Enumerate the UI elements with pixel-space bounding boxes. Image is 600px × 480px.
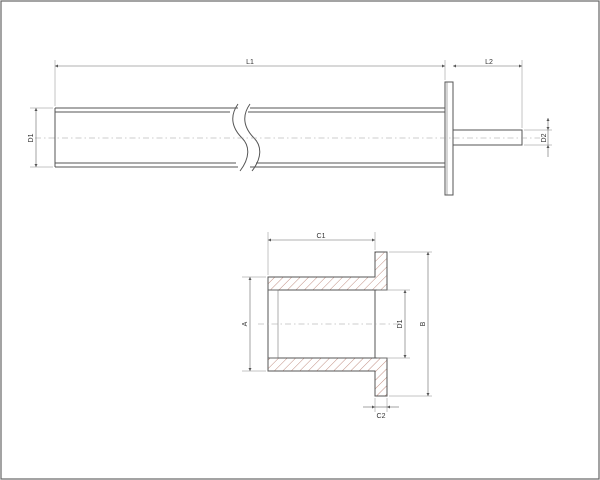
dim-label-b: B xyxy=(420,321,427,326)
shaft-tip xyxy=(453,129,523,146)
shaft-left-section xyxy=(54,107,238,168)
dim-label-d2: D2 xyxy=(541,133,548,142)
shaft-break-line-2 xyxy=(244,103,261,172)
bushing-section-view: C1 C2 A D1 B xyxy=(242,232,432,420)
shaft-flange xyxy=(444,81,454,196)
dim-label-c1: C1 xyxy=(317,233,326,240)
dim-label-l1: L1 xyxy=(246,59,254,66)
dim-label-c2: C2 xyxy=(377,413,386,420)
shaft-view: L1 L2 D1 D2 xyxy=(28,59,552,196)
dim-label-a: A xyxy=(242,321,249,326)
bushing-wall-top xyxy=(267,251,388,291)
dim-label-bushing-d1: D1 xyxy=(397,319,404,328)
dim-label-l2: L2 xyxy=(485,59,493,66)
bushing-wall-bottom xyxy=(267,357,388,397)
dim-label-shaft-d1: D1 xyxy=(28,133,35,142)
shaft-right-section xyxy=(248,107,445,168)
